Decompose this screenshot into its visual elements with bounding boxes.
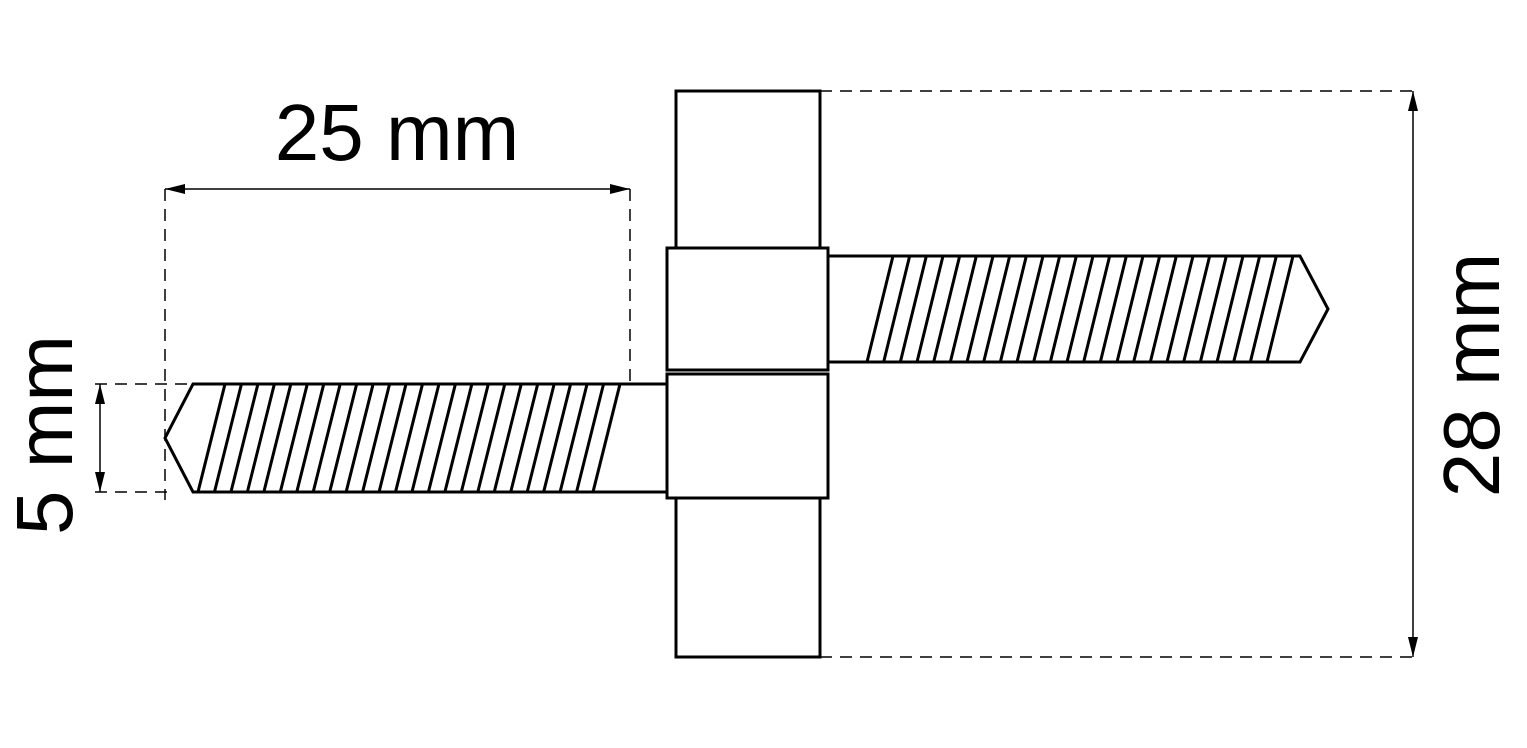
- thread-line: [213, 383, 243, 493]
- thread-line: [1198, 255, 1228, 363]
- thread-line: [509, 383, 540, 493]
- thread-line: [229, 383, 260, 493]
- thread-line: [459, 383, 490, 493]
- dimension-height: 28 mm: [820, 90, 1516, 658]
- thread-line: [410, 383, 441, 493]
- diameter-label: 5 mm: [0, 335, 89, 535]
- thread-line: [865, 255, 895, 363]
- thread-line: [525, 383, 556, 493]
- thread-line: [328, 383, 359, 493]
- left-screw: [163, 382, 669, 494]
- thread-line: [426, 383, 457, 493]
- thread-line: [1098, 255, 1128, 363]
- thread-line: [394, 383, 424, 493]
- thread-line: [1048, 255, 1078, 363]
- thread-line: [542, 383, 573, 493]
- thread-line: [982, 255, 1012, 363]
- thread-line: [1115, 255, 1145, 363]
- thread-line: [476, 383, 507, 493]
- thread-line: [1215, 255, 1245, 363]
- thread-line: [1065, 255, 1095, 363]
- thread-line: [882, 255, 912, 363]
- thread-line: [278, 383, 309, 493]
- thread-line: [1148, 255, 1178, 363]
- length-label: 25 mm: [275, 88, 520, 177]
- cylinder-top: [674, 89, 822, 250]
- thread-line: [443, 383, 474, 493]
- thread-line: [295, 383, 326, 493]
- thread-line: [1165, 255, 1195, 363]
- thread-line: [492, 383, 523, 493]
- collar-lower: [665, 372, 830, 500]
- height-label: 28 mm: [1427, 253, 1516, 498]
- thread-line: [377, 383, 408, 493]
- thread-line: [1232, 255, 1262, 363]
- thread-line: [898, 255, 928, 363]
- thread-line: [1248, 255, 1278, 363]
- thread-line: [1132, 255, 1162, 363]
- thread-line: [1182, 255, 1212, 363]
- thread-line: [575, 383, 605, 493]
- thread-line: [1032, 255, 1062, 363]
- thread-line: [998, 255, 1028, 363]
- thread-line: [344, 383, 375, 493]
- thread-line: [558, 383, 589, 493]
- thread-line: [262, 383, 293, 493]
- thread-line: [245, 383, 276, 493]
- right-screw: [826, 254, 1330, 364]
- thread-line: [196, 383, 227, 493]
- thread-line: [932, 255, 962, 363]
- thread-line: [591, 383, 622, 493]
- collar-upper: [665, 246, 830, 372]
- thread-line: [948, 255, 978, 363]
- dimension-diameter: 5 mm: [0, 335, 195, 535]
- thread-line: [1015, 255, 1045, 363]
- central-cylinder: [665, 89, 830, 659]
- thread-line: [361, 383, 392, 493]
- cylinder-bottom: [674, 495, 822, 659]
- thread-line: [915, 255, 945, 363]
- thread-line: [1082, 255, 1112, 363]
- thread-line: [965, 255, 995, 363]
- thread-line: [1265, 255, 1295, 363]
- thread-line: [311, 383, 342, 493]
- dimension-length: 25 mm: [164, 88, 631, 500]
